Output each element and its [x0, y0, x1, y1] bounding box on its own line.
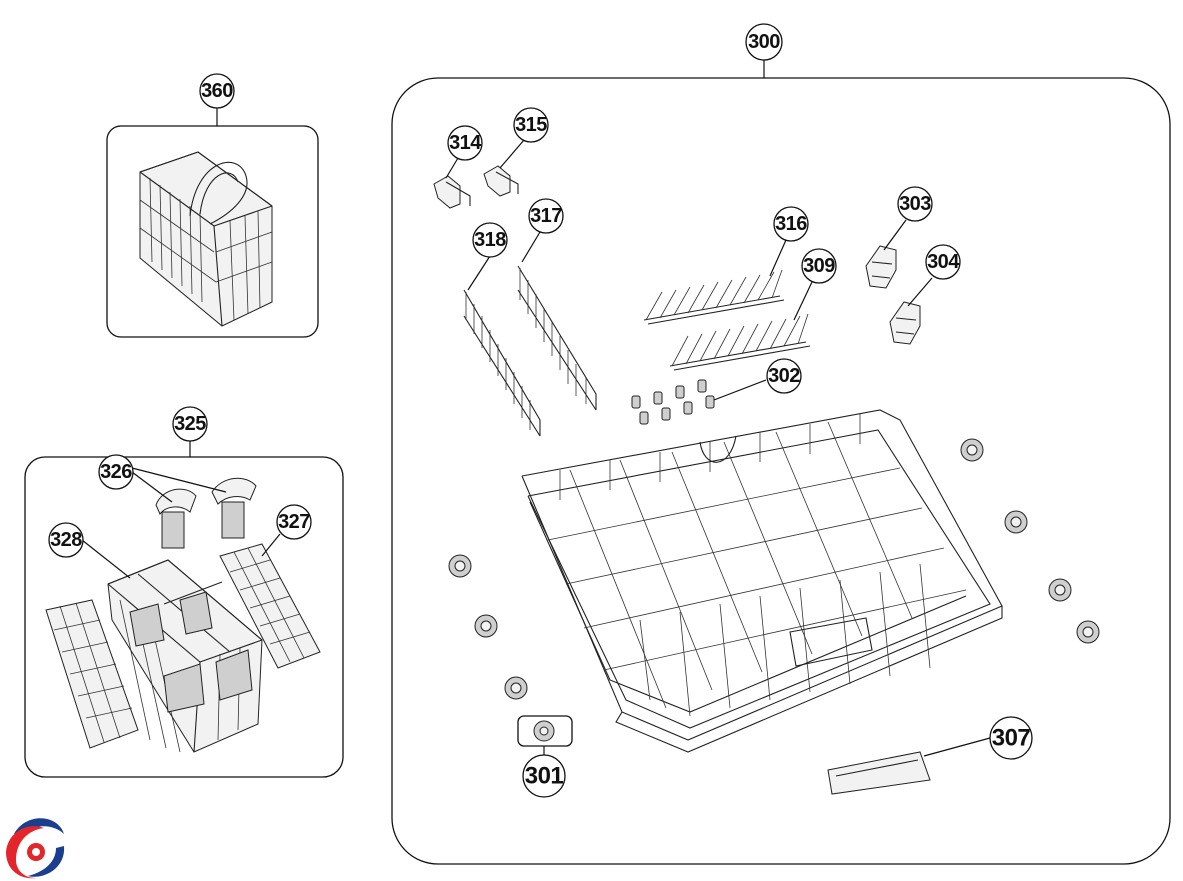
svg-text:300: 300	[748, 31, 780, 53]
svg-text:309: 309	[803, 255, 835, 277]
callout-307: 307	[989, 716, 1033, 760]
svg-text:307: 307	[992, 725, 1031, 752]
part-307-handle	[827, 751, 931, 795]
svg-text:327: 327	[278, 511, 310, 533]
part-309-shelf-rack	[669, 313, 811, 371]
leader-304	[907, 277, 933, 307]
part-302-clips	[631, 379, 715, 425]
callout-314: 314	[447, 125, 483, 161]
leader-302	[713, 379, 767, 401]
svg-text:328: 328	[50, 529, 82, 551]
svg-text:360: 360	[201, 80, 233, 102]
callout-316: 316	[773, 206, 809, 242]
leader-315	[499, 139, 525, 169]
leader-326a	[131, 471, 173, 503]
svg-text:325: 325	[174, 413, 206, 435]
part-lower-rack	[521, 409, 1003, 753]
callout-317: 317	[528, 198, 564, 234]
part-315-clip	[483, 165, 519, 197]
leader-328	[81, 539, 131, 579]
part-327-lid	[219, 543, 321, 669]
leader-303	[883, 219, 907, 251]
callout-304: 304	[925, 244, 961, 280]
part-316-shelf-rack	[643, 269, 785, 325]
brand-swirl-logo	[6, 818, 65, 879]
svg-text:303: 303	[899, 193, 931, 215]
part-328-basket-bins	[45, 559, 263, 753]
svg-text:316: 316	[775, 213, 807, 235]
part-360-cutlery-basket	[139, 151, 273, 327]
part-326-handles	[155, 477, 257, 549]
callout-309: 309	[801, 248, 837, 284]
part-317-tine-rack	[517, 265, 597, 411]
callout-318: 318	[472, 222, 508, 258]
leader-326b	[131, 467, 227, 493]
part-wheels	[448, 438, 1100, 700]
callout-301: 301	[522, 754, 566, 798]
leader-314	[445, 157, 459, 179]
leader-327	[261, 533, 281, 557]
svg-text:304: 304	[927, 251, 960, 273]
leader-317	[521, 231, 541, 263]
svg-text:314: 314	[449, 132, 482, 154]
leader-318	[467, 255, 491, 291]
callout-303: 303	[897, 186, 933, 222]
callout-302: 302	[766, 358, 802, 394]
callout-325: 325	[172, 406, 208, 442]
svg-text:317: 317	[530, 205, 562, 227]
part-301-wheel	[517, 715, 573, 747]
leader-316	[769, 239, 787, 277]
callout-300: 300	[745, 23, 783, 61]
callout-315: 315	[513, 107, 549, 143]
callout-326: 326	[98, 454, 134, 490]
svg-text:302: 302	[768, 365, 800, 387]
svg-text:326: 326	[100, 461, 132, 483]
leader-309	[793, 281, 813, 321]
callout-360: 360	[199, 73, 235, 109]
callout-327: 327	[276, 504, 312, 540]
frame-300-lower-rack-assembly	[391, 77, 1171, 865]
part-314-clip	[433, 175, 471, 209]
svg-text:315: 315	[515, 114, 547, 136]
part-318-tine-rack	[463, 289, 541, 437]
leader-307	[923, 737, 991, 757]
callout-328: 328	[48, 522, 84, 558]
svg-text:301: 301	[525, 763, 564, 790]
part-304-bracket	[889, 301, 921, 345]
svg-text:318: 318	[474, 229, 506, 251]
part-303-bracket	[865, 245, 897, 289]
